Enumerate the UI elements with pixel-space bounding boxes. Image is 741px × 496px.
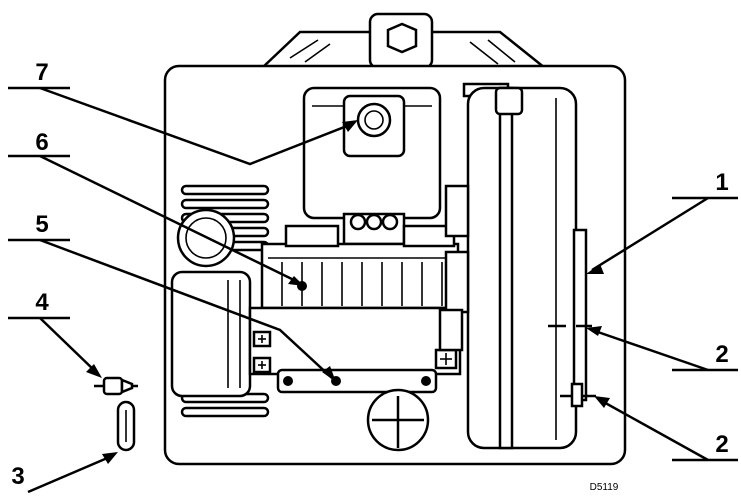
bottom-fitting: [366, 388, 430, 452]
callout-2-lower: 2: [715, 431, 728, 458]
dash-marks: [548, 324, 596, 408]
figure-reference-code: D5119: [590, 482, 619, 493]
housing-cover: [462, 82, 588, 450]
fuse-part: [116, 400, 136, 452]
callout-7: 7: [35, 59, 48, 86]
terminal-strip: [260, 224, 460, 310]
leader-lines: [8, 86, 738, 494]
mounting-bracket: [258, 12, 549, 70]
callout-3: 3: [11, 463, 24, 490]
top-cap-component: [302, 86, 442, 220]
screw-part: [94, 376, 138, 396]
callout-6: 6: [35, 129, 48, 156]
callout-1: 1: [715, 169, 728, 196]
callout-2-upper: 2: [715, 341, 728, 368]
callout-5: 5: [35, 211, 48, 238]
lower-board: [248, 306, 462, 376]
transformer-block: [170, 270, 252, 398]
side-connectors: [438, 184, 470, 352]
terminal-screws: [342, 212, 406, 246]
callout-4: 4: [35, 289, 49, 316]
mounting-bar: [276, 368, 438, 394]
